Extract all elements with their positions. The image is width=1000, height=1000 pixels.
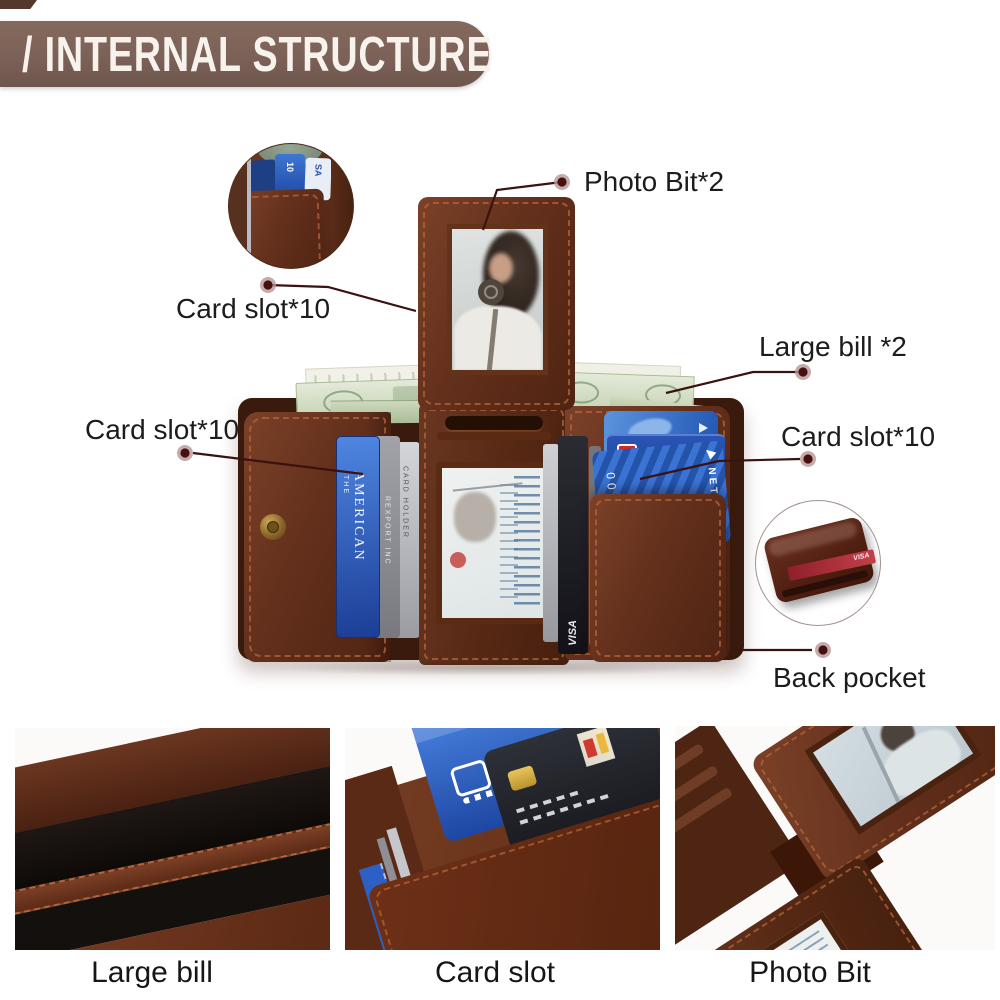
card-dash-row	[515, 788, 585, 814]
caption-large-bill: Large bill	[91, 956, 213, 989]
card-arrow	[699, 423, 708, 433]
inset-left-edge	[229, 146, 251, 268]
card-net-brand: NET	[705, 467, 720, 497]
bottom-photo-photo-bit	[675, 726, 995, 950]
photo-camera	[478, 279, 504, 305]
left-card-stack: CARD HOLDER REXPORT INC THE AMERICAN	[336, 434, 426, 644]
hologram-red	[582, 737, 598, 759]
center-top-slot	[445, 416, 543, 430]
bottom-photo-large-bill	[15, 728, 330, 950]
card-american-name: AMERICAN	[351, 471, 366, 562]
card-chip	[506, 764, 538, 792]
back-pocket-card-text: VISA	[852, 552, 871, 563]
hologram-yellow	[595, 732, 610, 755]
bottom-photo-card-slot	[345, 728, 660, 950]
banner-fold	[0, 0, 37, 9]
id-photo-blob	[454, 492, 496, 542]
card-back-gray-text: REXPORT INC	[383, 496, 391, 566]
callout-label-photo-bit: Photo Bit*2	[584, 166, 725, 197]
section-banner: / INTERNAL STRUCTURE	[0, 21, 493, 87]
card-american-the: THE	[342, 475, 349, 495]
callout-label-card-slot-right: Card slot*10	[781, 421, 936, 452]
section-title: / INTERNAL STRUCTURE	[22, 26, 493, 82]
card-visa-black: VISA	[558, 436, 588, 654]
card-american: THE AMERICAN	[336, 436, 380, 638]
closed-wallet: VISA	[762, 515, 877, 605]
photo-window	[447, 224, 548, 375]
wallet-shadow	[258, 660, 728, 676]
card-net-logo	[706, 449, 717, 460]
photo-camera-lens	[484, 285, 498, 299]
inset-card-visa: SA	[313, 163, 324, 177]
caption-card-slot: Card slot	[434, 956, 556, 989]
id-text-lines	[500, 484, 518, 604]
snap-button	[260, 514, 286, 540]
callout-label-card-slot-left: Card slot*10	[85, 414, 240, 445]
card-back-silver-text: CARD HOLDER	[401, 466, 409, 539]
slot-line	[675, 786, 734, 864]
photo-bit-art	[675, 726, 995, 950]
photo-face	[489, 253, 513, 283]
card-visa-text: VISA	[567, 620, 579, 646]
photo-flap	[418, 197, 575, 410]
card-edge-silver	[543, 444, 559, 642]
id-seal	[450, 552, 466, 568]
closed-wallet-sheen	[767, 520, 859, 558]
id-text-lines	[514, 476, 540, 606]
id-panel-window	[716, 910, 871, 950]
id-mini-lines	[776, 930, 852, 950]
callout-label-back-pocket: Back pocket	[773, 662, 926, 693]
snap-button-center	[267, 521, 279, 533]
inset-pocket	[239, 188, 327, 268]
back-pocket-inset: VISA	[755, 500, 881, 626]
id-window	[436, 462, 552, 624]
card-slot-inset: 10 SA	[228, 143, 354, 269]
callout-label-large-bill: Large bill *2	[759, 331, 907, 362]
card-slot-art	[345, 728, 660, 950]
card-hologram	[576, 728, 616, 767]
callout-label-card-slot-top: Card slot*10	[176, 293, 331, 324]
photo-body	[454, 306, 542, 370]
right-flap-pocket	[590, 494, 726, 662]
bill-compartment-art	[15, 728, 330, 950]
inset-card-number: 10	[285, 162, 295, 173]
caption-photo-bit: Photo Bit	[749, 956, 871, 989]
center-slot-lip	[437, 432, 551, 440]
photo-bit-window	[804, 726, 982, 835]
inset-side-leather	[331, 150, 353, 268]
